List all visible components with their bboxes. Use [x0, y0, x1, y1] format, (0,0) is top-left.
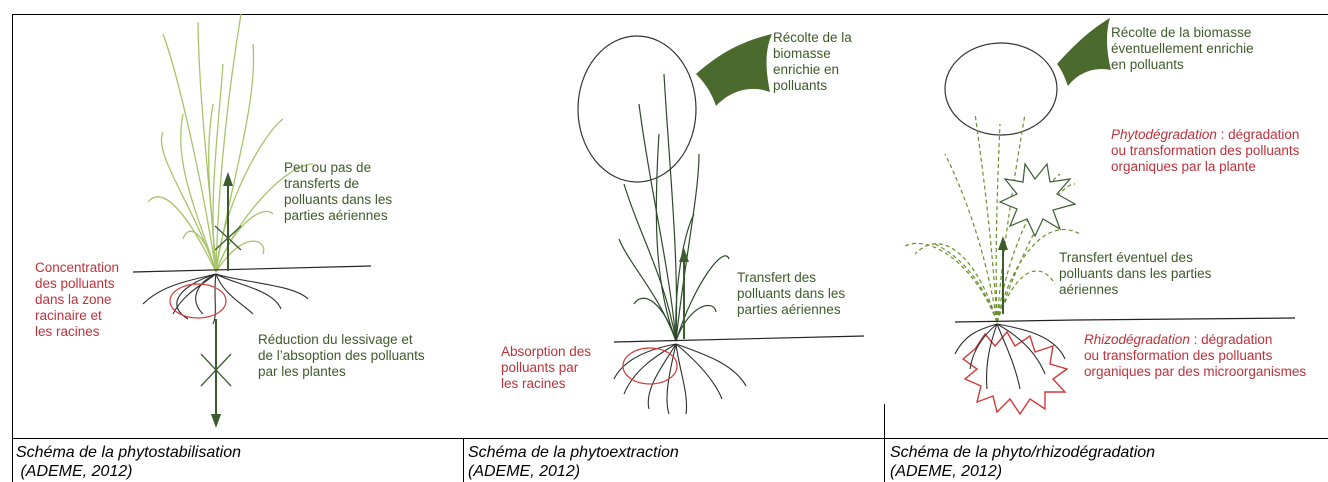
caption-panel-1: Schéma de la phytostabilisation (ADEME, …	[16, 443, 241, 481]
caption-title: Schéma de la phytostabilisation	[16, 443, 241, 462]
harvest-arrow	[1057, 18, 1111, 86]
harvest-circle	[945, 43, 1057, 135]
caption-panel-2: Schéma de la phytoextraction (ADEME, 201…	[468, 443, 679, 481]
separator-1	[463, 438, 464, 482]
label-concentration: Concentration des polluants dans la zone…	[35, 260, 119, 340]
roots	[955, 324, 1065, 389]
label-absorption: Absorption des polluants par les racines	[501, 344, 591, 392]
caption-title: Schéma de la phyto/rhizodégradation	[890, 443, 1155, 462]
caption-source: (ADEME, 2012)	[16, 462, 241, 481]
caption-title: Schéma de la phytoextraction	[468, 443, 679, 462]
label-transfer: Transfert éventuel des polluants dans le…	[1059, 250, 1211, 298]
caption-divider	[12, 438, 1328, 439]
grass-leaves	[148, 14, 313, 272]
phyto-star	[1000, 164, 1075, 236]
label-phytodegradation: Phytodégradation : dégradation ou transf…	[1111, 127, 1299, 175]
root-zone-circle	[623, 348, 677, 384]
upward-arrow	[679, 248, 689, 339]
panel-phytostabilisation: Peu ou pas de transferts de polluants da…	[13, 14, 463, 438]
harvest-arrow	[696, 34, 772, 106]
upward-arrow	[223, 172, 233, 271]
caption-panel-3: Schéma de la phyto/rhizodégradation (ADE…	[890, 443, 1155, 481]
plant-stems	[619, 74, 729, 341]
label-harvest: Récolte de la biomasse éventuellement en…	[1111, 25, 1254, 73]
panel-phytoextraction: Récolte de la biomasse enrichie en pollu…	[464, 14, 884, 438]
label-transfer: Transfert des polluants dans les parties…	[737, 270, 845, 318]
caption-source: (ADEME, 2012)	[890, 462, 1155, 481]
upward-arrow	[998, 236, 1008, 314]
label-rhizodegradation: Rhizodégradation : dégradation ou transf…	[1084, 332, 1306, 380]
phyto-term: Phytodégradation	[1111, 127, 1217, 142]
harvest-circle	[578, 36, 696, 182]
panel-rhizodegradation: Récolte de la biomasse éventuellement en…	[885, 14, 1328, 438]
caption-source: (ADEME, 2012)	[468, 462, 679, 481]
roots	[614, 344, 746, 414]
label-harvest: Récolte de la biomasse enrichie en pollu…	[773, 30, 852, 94]
label-reduction: Réduction du lessivage et de l’absoption…	[258, 332, 425, 380]
rhizo-term: Rhizodégradation	[1084, 332, 1190, 347]
label-transfer: Peu ou pas de transferts de polluants da…	[284, 160, 392, 224]
